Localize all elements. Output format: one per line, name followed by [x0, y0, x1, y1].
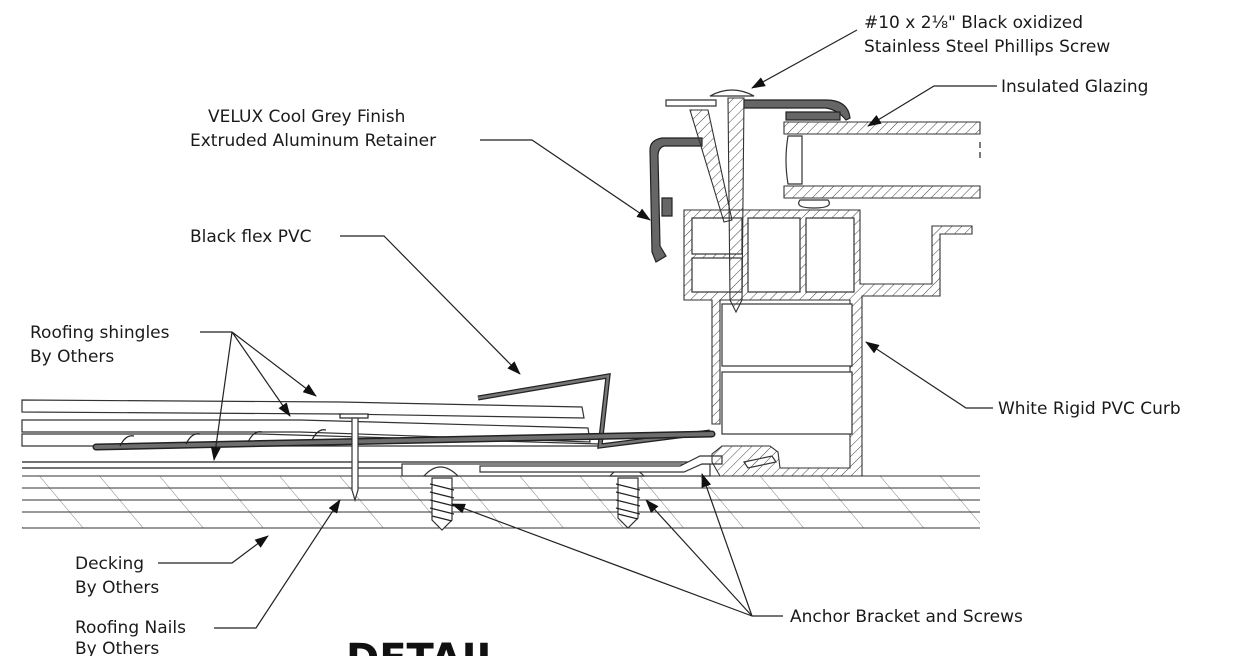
- flex-pvc-label: Black flex PVC: [190, 227, 311, 247]
- nails-label-line2: By Others: [75, 639, 159, 656]
- decking: [22, 475, 980, 529]
- retainer-label-line1: VELUX Cool Grey Finish: [208, 107, 405, 127]
- detail-title: DETAIL: [346, 636, 502, 656]
- glazing-label: Insulated Glazing: [1001, 77, 1148, 97]
- decking-label-line1: Decking: [75, 554, 144, 574]
- roofing-nail: [339, 413, 369, 503]
- decking-label-line2: By Others: [75, 578, 159, 598]
- nails-label-line1: Roofing Nails: [75, 618, 186, 638]
- insulated-glazing: [783, 111, 981, 209]
- black-flex-pvc: [92, 372, 716, 451]
- leader-lines: [158, 29, 997, 629]
- shingles-label-line2: By Others: [30, 347, 114, 367]
- glazing-screw: [689, 89, 755, 314]
- retainer-label-line2: Extruded Aluminum Retainer: [190, 131, 436, 151]
- anchor-label: Anchor Bracket and Screws: [790, 607, 1023, 627]
- pvc-curb: [683, 209, 973, 477]
- curb-label: White Rigid PVC Curb: [998, 399, 1181, 419]
- shingles-label-line1: Roofing shingles: [30, 323, 170, 343]
- screw-label-line1: #10 x 2⅛" Black oxidized: [864, 13, 1083, 33]
- anchor-screw-left: [422, 466, 460, 531]
- screw-label-line2: Stainless Steel Phillips Screw: [864, 37, 1110, 57]
